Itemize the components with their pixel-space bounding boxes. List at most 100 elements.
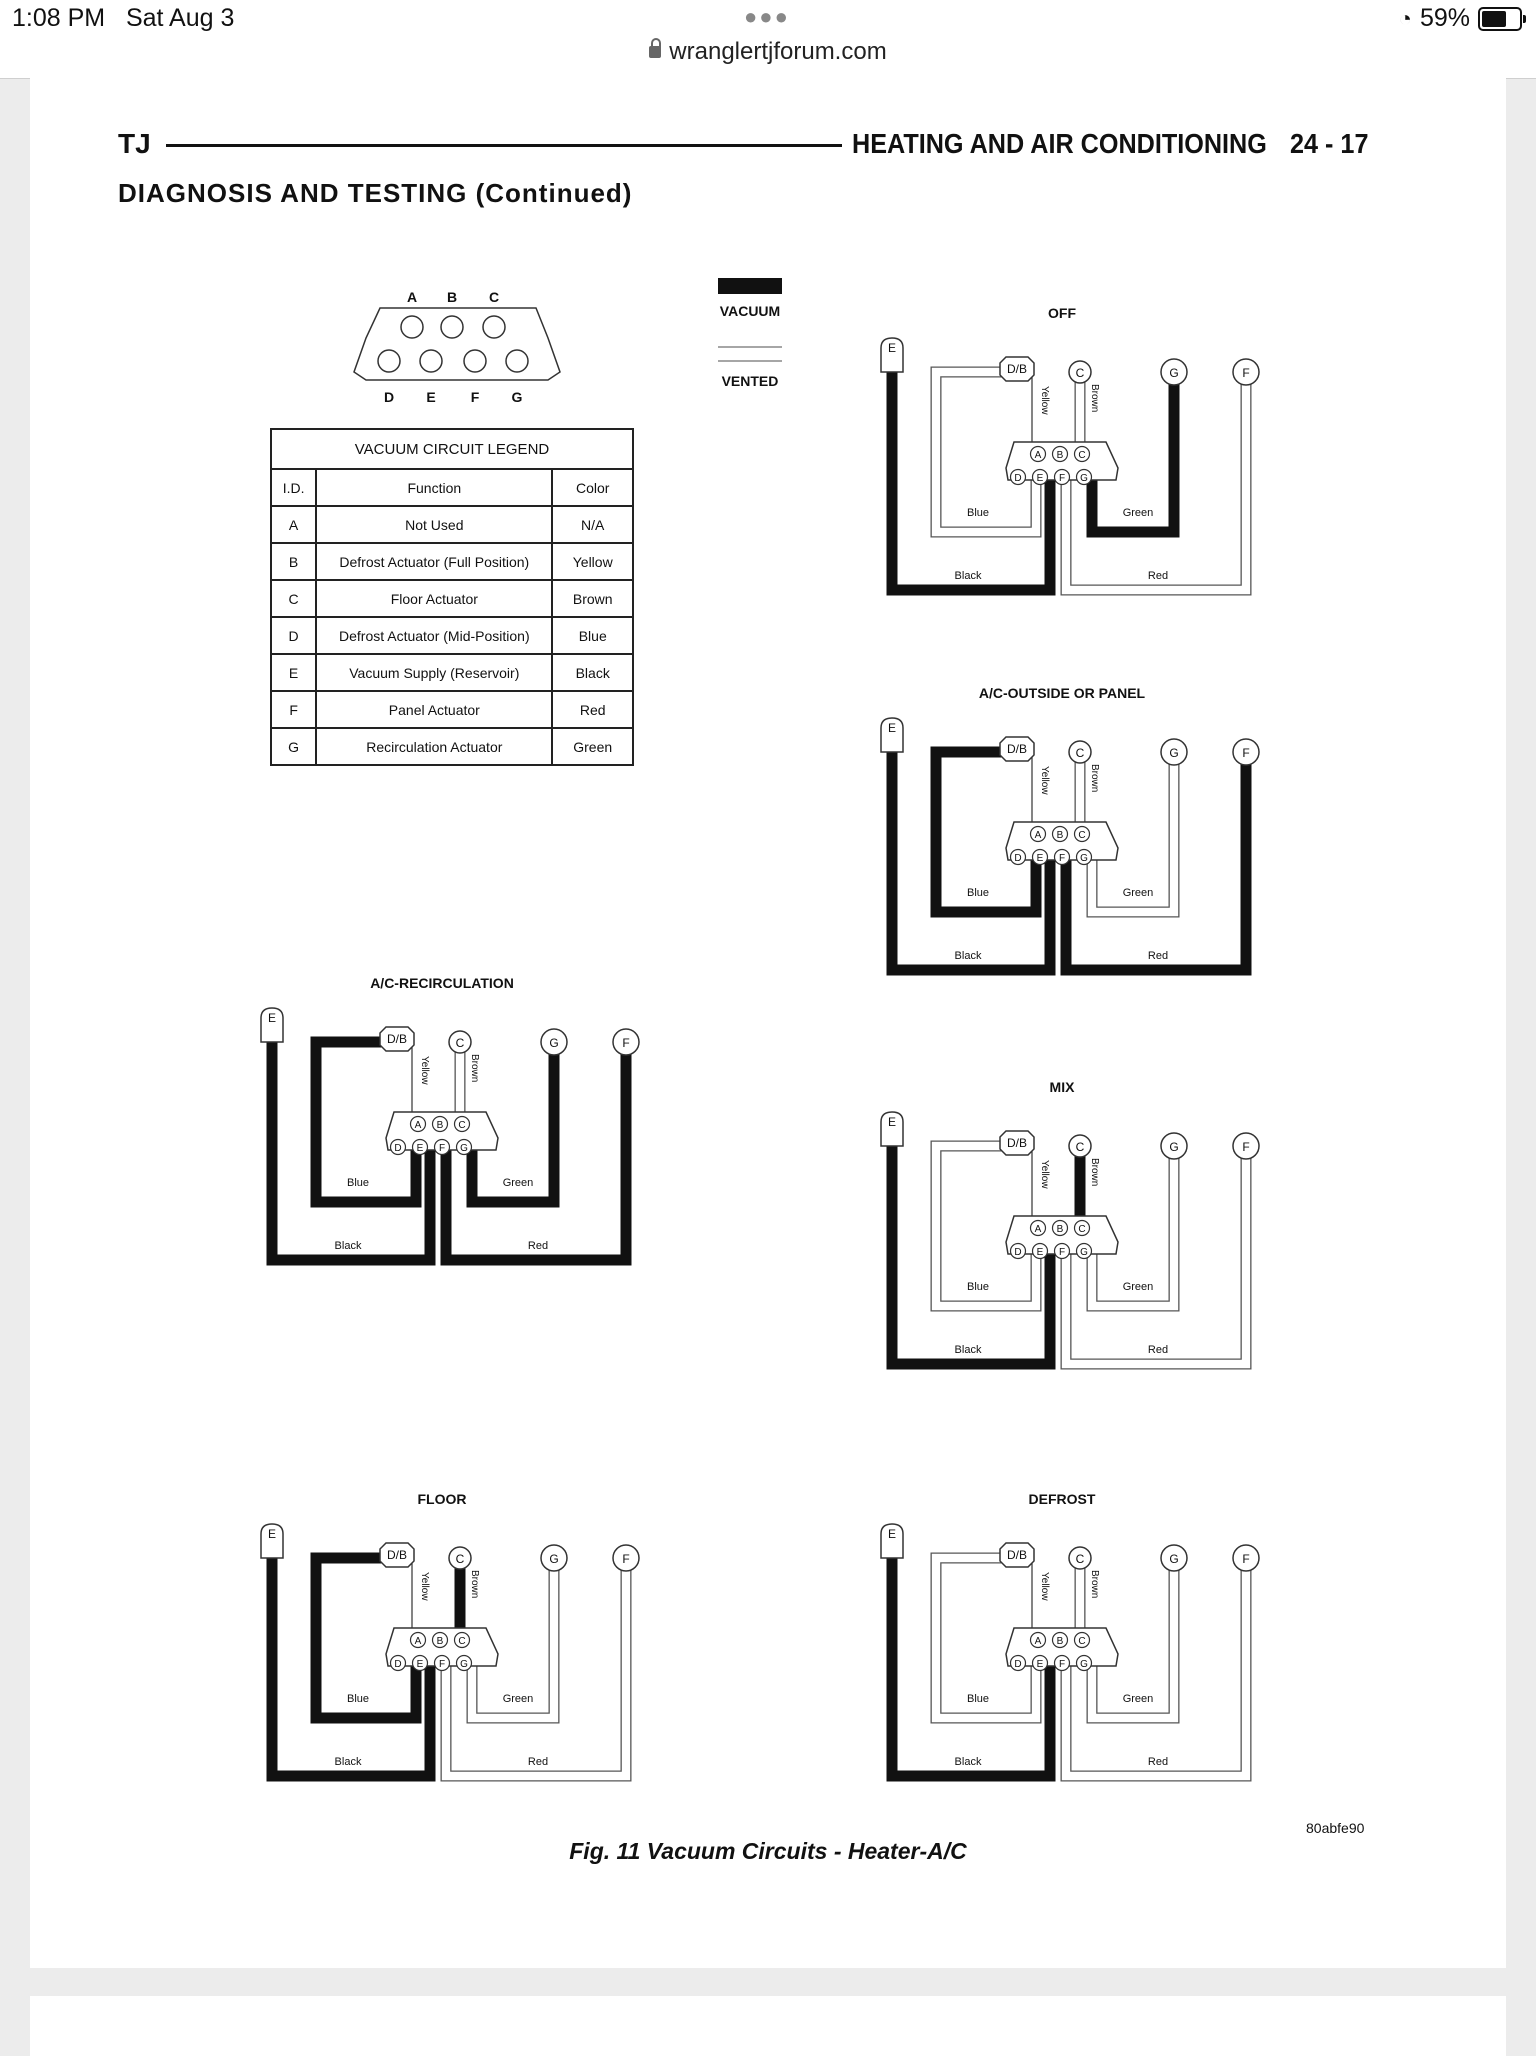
selector-pin-label: G xyxy=(1080,473,1088,484)
header-title: HEATING AND AIR CONDITIONING xyxy=(852,128,1267,159)
lock-icon xyxy=(649,38,662,58)
wire-label-yellow: Yellow xyxy=(419,1056,430,1085)
wire-label-black: Black xyxy=(955,570,982,582)
selector-pin-label: G xyxy=(1080,1247,1088,1258)
port-db xyxy=(999,736,1035,762)
connector-pin xyxy=(482,315,506,339)
wire-label-yellow: Yellow xyxy=(1039,1572,1050,1601)
next-page-edge xyxy=(30,1996,1506,2056)
selector-pin-label: E xyxy=(1037,1247,1044,1258)
port-g xyxy=(1160,358,1188,386)
port-g xyxy=(1160,1132,1188,1160)
port-label: D/B xyxy=(1007,1136,1027,1150)
battery-icon xyxy=(1478,6,1526,31)
wire-label-blue: Blue xyxy=(967,887,989,899)
selector-pin-label: C xyxy=(1078,830,1085,841)
circuit-title: DEFROST xyxy=(1029,1491,1096,1507)
wire-label-blue: Blue xyxy=(967,1693,989,1705)
port-f xyxy=(1232,738,1260,766)
legend-cell: A xyxy=(269,505,318,544)
port-c xyxy=(448,1030,472,1054)
wire-label-brown: Brown xyxy=(469,1054,480,1082)
url-text: wranglertjforum.com xyxy=(669,38,887,65)
legend-cell: Color xyxy=(551,468,634,507)
selector-pin xyxy=(1051,1219,1069,1237)
selector-pin-label: F xyxy=(1059,853,1065,864)
more-dots-icon[interactable]: ●●● xyxy=(744,4,790,29)
selector-pin xyxy=(455,1654,473,1672)
legend-cell: E xyxy=(269,653,318,692)
selector-pin xyxy=(1073,1219,1091,1237)
legend-cell: N/A xyxy=(551,505,634,544)
port-label: G xyxy=(549,1036,558,1050)
wire-label-blue: Blue xyxy=(967,1281,989,1293)
wire-label-red: Red xyxy=(528,1240,548,1252)
port-label: G xyxy=(549,1552,558,1566)
connector-pin xyxy=(419,349,443,373)
hose-db-inner xyxy=(931,1141,1041,1311)
selector-pin-label: E xyxy=(417,1659,424,1670)
hose-g xyxy=(466,1040,560,1208)
header-page-number: 24 - 17 xyxy=(1290,128,1369,159)
selector-pin-label: G xyxy=(460,1143,468,1154)
hose-f-inner xyxy=(441,1557,631,1781)
selector-pin-label: F xyxy=(1059,1659,1065,1670)
selector-pin-label: F xyxy=(439,1659,445,1670)
port-label: C xyxy=(456,1036,465,1050)
port-db xyxy=(379,1542,415,1568)
reservoir-port xyxy=(880,1111,904,1147)
connector-pin-label: C xyxy=(489,289,499,305)
port-label: E xyxy=(268,1527,276,1541)
hose-g-inner xyxy=(1087,1145,1179,1311)
selector-pin-label: A xyxy=(1035,830,1042,841)
selector-pin-label: D xyxy=(394,1143,401,1154)
header-model: TJ xyxy=(118,128,151,159)
hose-db-inner xyxy=(931,367,1041,537)
wire-label-yellow: Yellow xyxy=(1039,386,1050,415)
selector-pin-label: A xyxy=(1035,1224,1042,1235)
port-label: D/B xyxy=(387,1032,407,1046)
legend-cell: B xyxy=(269,542,318,581)
legend-cell: F xyxy=(269,690,318,729)
port-g xyxy=(1160,738,1188,766)
wire-label-black: Black xyxy=(955,950,982,962)
selector-pin xyxy=(1053,468,1071,486)
legend-cell: Red xyxy=(551,690,634,729)
selector-pin-label: B xyxy=(1057,450,1064,461)
legend-cell: Vacuum Supply (Reservoir) xyxy=(315,653,554,692)
port-c xyxy=(1068,1134,1092,1158)
selector-pin-label: F xyxy=(1059,473,1065,484)
selector-pin xyxy=(1075,1654,1093,1672)
legend-cell: Recirculation Actuator xyxy=(315,727,554,766)
port-g xyxy=(1160,1544,1188,1572)
selector-pin-label: C xyxy=(1078,1224,1085,1235)
legend-cell: Blue xyxy=(551,616,634,655)
address-bar[interactable]: wranglertjforum.com xyxy=(0,38,1536,66)
wire-label-green: Green xyxy=(1123,507,1154,519)
selector-pin xyxy=(453,1115,471,1133)
hose-db xyxy=(310,1036,422,1208)
selector-pin xyxy=(1009,848,1027,866)
selector-pin-label: C xyxy=(1078,450,1085,461)
selector-pin-label: E xyxy=(1037,1659,1044,1670)
selector-pin xyxy=(1009,468,1027,486)
hose-db xyxy=(930,746,1042,918)
reservoir-port xyxy=(260,1523,284,1559)
selector-pin-label: C xyxy=(458,1636,465,1647)
connector-pin-label: B xyxy=(447,289,457,305)
hose-db-inner xyxy=(931,1553,1041,1723)
vacuum-key-swatch xyxy=(718,278,782,294)
hose-f-inner xyxy=(1061,371,1251,595)
hose-black xyxy=(266,1038,436,1266)
legend-cell: Floor Actuator xyxy=(315,579,554,618)
